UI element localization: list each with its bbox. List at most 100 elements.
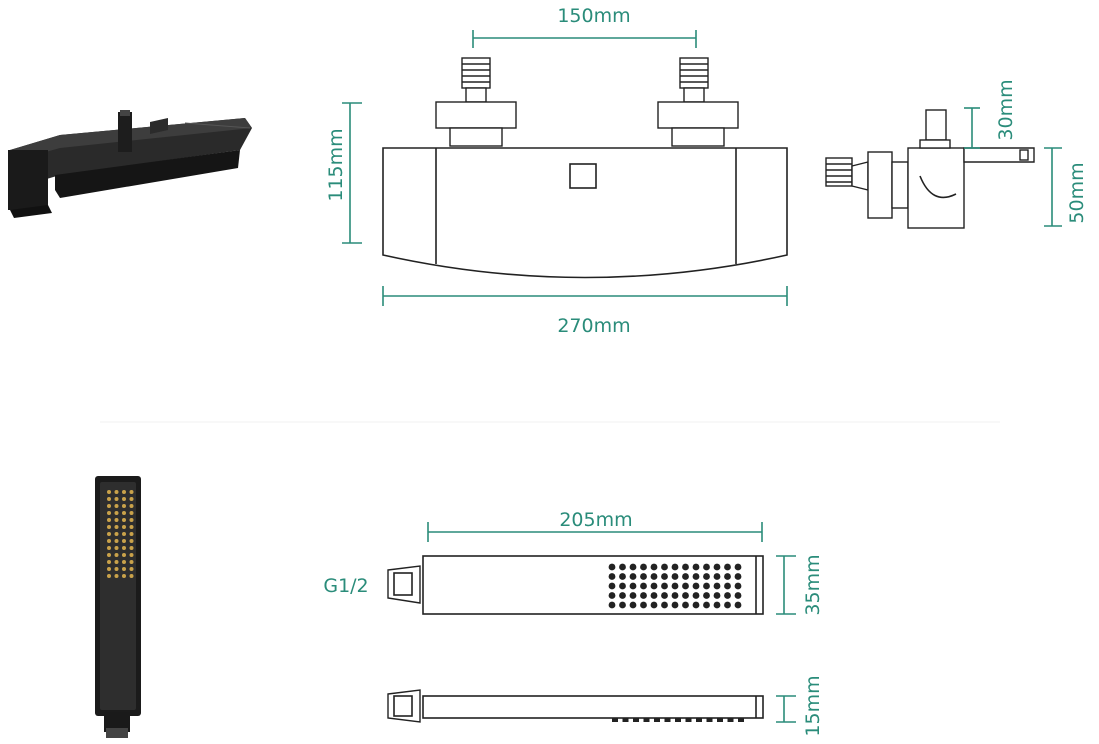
handshower-nozzle-grid bbox=[608, 563, 742, 609]
nozzle-dot bbox=[724, 592, 731, 599]
side-nozzle bbox=[612, 718, 618, 722]
photo-nozzle bbox=[107, 504, 111, 508]
nozzle-dot bbox=[682, 582, 689, 590]
nozzle-dot bbox=[640, 601, 647, 609]
nozzle-dot bbox=[619, 563, 626, 571]
photo-nozzle bbox=[122, 511, 126, 515]
nozzle-dot bbox=[692, 573, 700, 580]
side-nozzle bbox=[727, 718, 734, 722]
nozzle-dot bbox=[692, 582, 700, 590]
nozzle-dot bbox=[682, 592, 689, 599]
faucet-side-view: 30mm 50mm bbox=[825, 79, 1088, 229]
handshower-photo-icon bbox=[95, 476, 141, 738]
nozzle-dot bbox=[692, 592, 700, 599]
faucet-front-view: 150mm 115mm 270mm bbox=[325, 5, 788, 337]
nozzle-dot bbox=[703, 601, 710, 609]
photo-nozzle bbox=[107, 525, 111, 529]
photo-nozzle bbox=[114, 490, 119, 494]
nozzle-dot bbox=[629, 601, 637, 609]
photo-nozzle bbox=[122, 546, 126, 550]
photo-nozzle bbox=[129, 567, 134, 571]
nozzle-dot bbox=[692, 563, 700, 571]
handshower-side-nozzles bbox=[612, 718, 744, 722]
nozzle-dot bbox=[724, 582, 731, 590]
valve-button bbox=[569, 163, 597, 189]
nozzle-dot bbox=[671, 601, 679, 609]
photo-nozzle bbox=[129, 532, 134, 536]
nozzle-dot bbox=[671, 573, 679, 580]
photo-nozzle bbox=[114, 518, 119, 522]
photo-nozzle bbox=[114, 539, 119, 543]
nozzle-dot bbox=[619, 582, 626, 590]
nozzle-dot bbox=[703, 592, 710, 599]
nozzle-dot bbox=[650, 582, 658, 590]
nozzle-dot bbox=[629, 563, 637, 571]
photo-nozzle bbox=[107, 539, 111, 543]
nozzle-dot bbox=[661, 573, 668, 580]
nozzle-dot bbox=[629, 573, 637, 580]
nozzle-dot bbox=[671, 592, 679, 599]
photo-nozzle bbox=[129, 497, 134, 501]
side-nozzle bbox=[738, 718, 744, 722]
nozzle-dot bbox=[682, 563, 689, 571]
photo-nozzle bbox=[129, 546, 134, 550]
nozzle-dot bbox=[671, 563, 679, 571]
side-nozzle bbox=[675, 718, 681, 722]
photo-nozzle bbox=[122, 525, 126, 529]
photo-nozzle bbox=[107, 567, 111, 571]
photo-nozzle bbox=[107, 490, 111, 494]
photo-nozzle bbox=[122, 518, 126, 522]
photo-nozzle bbox=[107, 511, 111, 515]
nozzle-dot bbox=[619, 601, 626, 609]
side-nozzle bbox=[622, 718, 629, 722]
photo-nozzle bbox=[114, 546, 119, 550]
nozzle-dot bbox=[734, 582, 742, 590]
nozzle-dot bbox=[713, 601, 721, 609]
nozzle-dot bbox=[734, 592, 742, 599]
photo-nozzle bbox=[114, 525, 119, 529]
nozzle-dot bbox=[640, 582, 647, 590]
photo-nozzle bbox=[107, 574, 111, 578]
photo-nozzle bbox=[114, 504, 119, 508]
nozzle-dot bbox=[650, 563, 658, 571]
handshower-side-view: 15mm bbox=[387, 675, 824, 737]
photo-nozzle bbox=[107, 518, 111, 522]
nozzle-dot bbox=[703, 563, 710, 571]
faucet-body bbox=[382, 147, 788, 279]
dim-115: 115mm bbox=[325, 128, 347, 201]
photo-nozzle bbox=[129, 504, 134, 508]
dim-270: 270mm bbox=[557, 315, 630, 337]
nozzle-dot bbox=[724, 563, 731, 571]
nozzle-dot bbox=[640, 573, 647, 580]
photo-nozzle bbox=[122, 539, 126, 543]
side-nozzle bbox=[664, 718, 671, 722]
nozzle-dot bbox=[734, 573, 742, 580]
nozzle-dot bbox=[661, 592, 668, 599]
photo-nozzle bbox=[107, 553, 111, 557]
photo-nozzle bbox=[122, 560, 126, 564]
photo-nozzle bbox=[114, 532, 119, 536]
photo-nozzle bbox=[107, 532, 111, 536]
nozzle-dot bbox=[734, 601, 742, 609]
handshower-top-view: G1/2 205mm 35mm bbox=[323, 509, 824, 616]
photo-nozzle bbox=[114, 511, 119, 515]
nozzle-dot bbox=[713, 582, 721, 590]
side-nozzle bbox=[654, 718, 660, 722]
nozzle-dot bbox=[608, 582, 616, 590]
photo-nozzle bbox=[129, 553, 134, 557]
photo-nozzle bbox=[114, 497, 119, 501]
side-nozzle bbox=[643, 718, 650, 722]
photo-nozzle bbox=[107, 560, 111, 564]
dim-15: 15mm bbox=[802, 675, 824, 736]
dim-205: 205mm bbox=[559, 509, 632, 531]
nozzle-dot bbox=[661, 601, 668, 609]
photo-nozzle bbox=[122, 567, 126, 571]
photo-nozzle bbox=[122, 532, 126, 536]
photo-nozzle bbox=[129, 574, 134, 578]
photo-nozzle bbox=[129, 560, 134, 564]
nozzle-dot bbox=[682, 601, 689, 609]
nozzle-dot bbox=[703, 573, 710, 580]
nozzle-dot bbox=[650, 601, 658, 609]
photo-nozzle bbox=[122, 574, 126, 578]
